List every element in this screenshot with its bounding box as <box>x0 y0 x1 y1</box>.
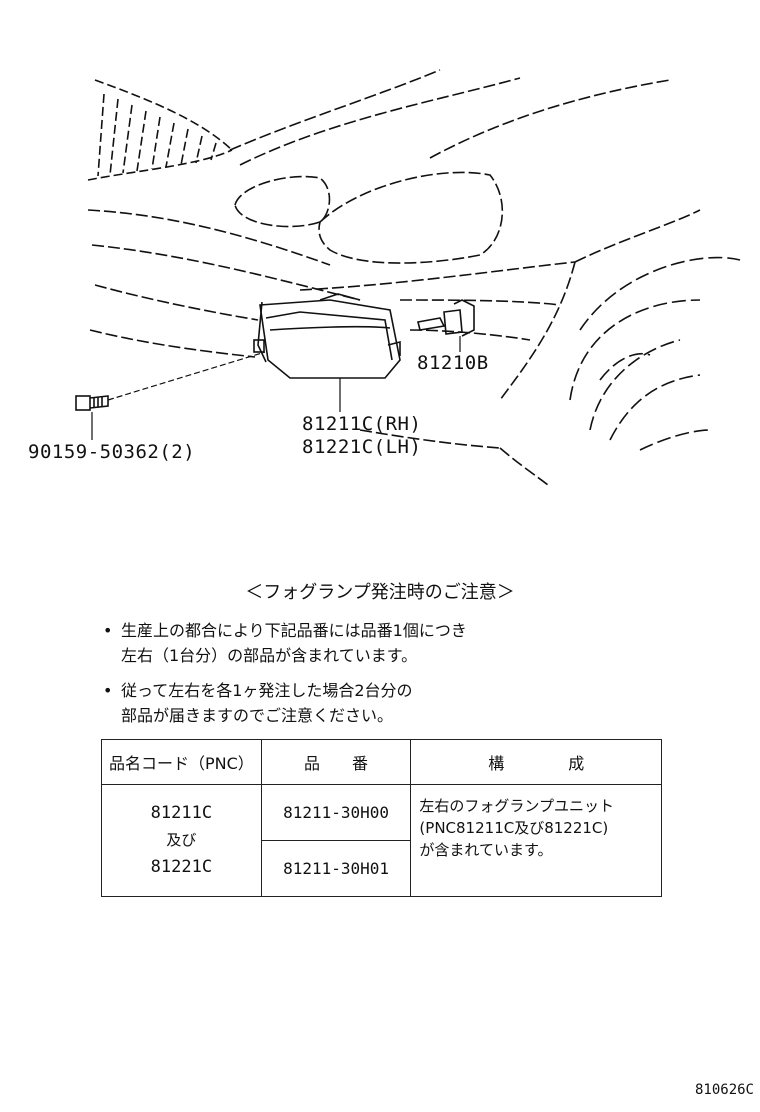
screw-part-label: 90159-50362(2) <box>28 441 196 463</box>
part-number-cell: 81211-30H00 <box>260 784 412 841</box>
composition-line: が含まれています。 <box>419 841 553 859</box>
headlamp-drawing <box>234 171 504 264</box>
notice-item: 従って左右を各1ヶ発注した場合2台分の 部品が届きますのでご注意ください。 <box>103 678 663 728</box>
parts-table: 品名コード（PNC） 品 番 構 成 81211C 及び 81221C 8121… <box>101 739 662 897</box>
notice-list: 生産上の都合により下記品番には品番1個につき 左右（1台分）の部品が含まれていま… <box>103 618 663 738</box>
notice-title: ＜フォグランプ発注時のご注意＞ <box>245 582 515 603</box>
composition-cell: 左右のフォグランプユニット (PNC81211C及び81221C) が含まれてい… <box>410 784 662 897</box>
header-part-number: 品 番 <box>260 739 412 785</box>
bulb-part-label: 81210B <box>417 352 489 374</box>
notice-item-line: 部品が届きますのでご注意ください。 <box>121 706 394 725</box>
wheel-drawing <box>569 256 741 451</box>
grille-drawing <box>87 79 233 181</box>
header-pnc: 品名コード（PNC） <box>101 739 262 785</box>
fog-lamp-exploded-diagram <box>75 69 741 486</box>
pnc-cell: 81211C 及び 81221C <box>101 784 262 897</box>
pnc-code: 81221C <box>150 857 213 877</box>
fog-lamp-unit <box>253 293 401 379</box>
part-number-cell: 81211-30H01 <box>260 840 412 897</box>
leader-lines <box>91 336 461 440</box>
notice-item-line: 生産上の都合により下記品番には品番1個につき <box>121 621 467 640</box>
fog-lamp-bulb <box>417 299 475 337</box>
notice-item-line: 左右（1台分）の部品が含まれています。 <box>121 646 418 665</box>
notice-item-line: 従って左右を各1ヶ発注した場合2台分の <box>121 681 413 700</box>
pnc-conjunction: 及び <box>166 831 197 849</box>
fog-lamp-lh-part-label: 81221C(LH) <box>302 436 422 458</box>
header-composition: 構 成 <box>410 739 662 785</box>
table-row: 81211-30H01 <box>102 840 662 897</box>
mounting-screw <box>75 395 109 411</box>
illustration-code: 810626C <box>694 1082 754 1098</box>
composition-line: (PNC81211C及び81221C) <box>419 819 609 837</box>
table-row: 81211C 及び 81221C 81211-30H00 左右のフォグランプユニ… <box>101 784 662 897</box>
table-header-row: 品名コード（PNC） 品 番 構 成 <box>101 739 662 785</box>
notice-item: 生産上の都合により下記品番には品番1個につき 左右（1台分）の部品が含まれていま… <box>103 618 663 668</box>
pnc-code: 81211C <box>150 803 213 823</box>
body-outline <box>87 69 701 486</box>
fog-lamp-rh-part-label: 81211C(RH) <box>302 413 422 435</box>
composition-line: 左右のフォグランプユニット <box>419 797 614 815</box>
